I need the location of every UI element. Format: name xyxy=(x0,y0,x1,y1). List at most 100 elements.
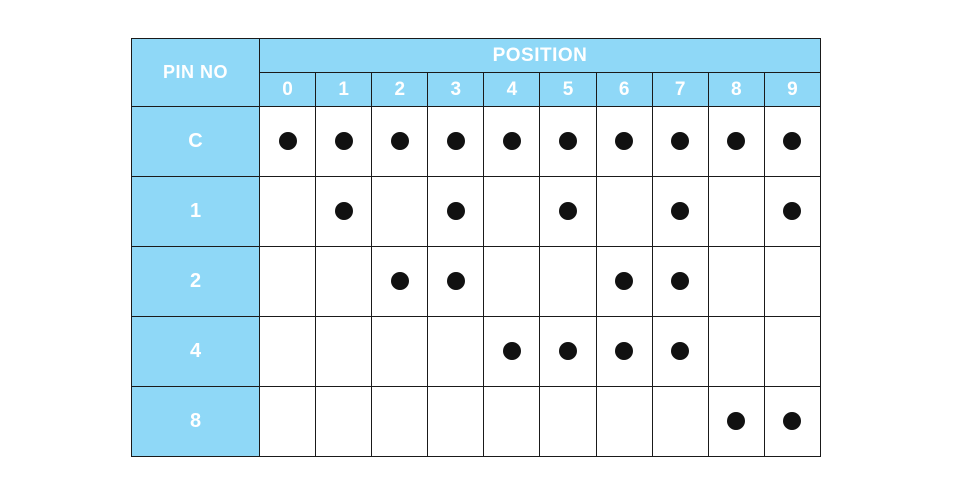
position-6-header: 6 xyxy=(595,72,653,107)
table-cell xyxy=(539,386,597,457)
table-cell xyxy=(707,316,765,387)
contact-dot-icon xyxy=(671,202,690,221)
table-cell xyxy=(258,246,317,317)
contact-dot-icon xyxy=(615,342,634,361)
table-cell xyxy=(258,106,317,177)
pin-label: C xyxy=(131,106,260,177)
header-row-top: PIN NO POSITION xyxy=(131,38,821,107)
table-cell xyxy=(315,176,373,247)
contact-dot-icon xyxy=(334,132,353,151)
table-cell xyxy=(595,246,653,317)
position-8-header: 8 xyxy=(707,72,765,107)
table-cell xyxy=(371,386,429,457)
contact-dot-icon xyxy=(615,132,634,151)
table-cell xyxy=(595,106,653,177)
position-header: POSITION xyxy=(259,38,821,73)
contact-dot-icon xyxy=(390,132,409,151)
position-2-header: 2 xyxy=(371,72,429,107)
table-cell xyxy=(258,316,317,387)
table-cell xyxy=(427,106,485,177)
contact-dot-icon xyxy=(278,132,297,151)
table-cell xyxy=(595,316,653,387)
table-cell xyxy=(427,246,485,317)
table-cell xyxy=(707,176,765,247)
table-cell xyxy=(427,176,485,247)
table-cell xyxy=(483,106,541,177)
contact-dot-icon xyxy=(446,132,465,151)
pin-label: 2 xyxy=(131,246,260,317)
table-cell xyxy=(763,176,822,247)
table-row: 4 xyxy=(131,316,822,387)
table-cell xyxy=(763,386,822,457)
table-cell xyxy=(651,386,709,457)
contact-dot-icon xyxy=(446,272,465,291)
table-cell xyxy=(315,316,373,387)
position-1-header: 1 xyxy=(315,72,373,107)
table-cell xyxy=(539,316,597,387)
table-cell xyxy=(427,386,485,457)
contact-dot-icon xyxy=(783,412,802,431)
contact-dot-icon xyxy=(334,202,353,221)
contact-dot-icon xyxy=(671,272,690,291)
table-cell xyxy=(763,246,822,317)
table-cell xyxy=(707,386,765,457)
contact-dot-icon xyxy=(671,342,690,361)
pin-label: 4 xyxy=(131,316,260,387)
table-cell xyxy=(483,176,541,247)
contact-dot-icon xyxy=(559,132,578,151)
table-cell xyxy=(371,176,429,247)
contact-dot-icon xyxy=(727,132,746,151)
pin-no-header: PIN NO xyxy=(131,38,260,107)
table-row: 1 xyxy=(131,176,822,247)
table-cell xyxy=(315,106,373,177)
table-row: 2 xyxy=(131,246,822,317)
table-cell xyxy=(258,176,317,247)
table-cell xyxy=(483,316,541,387)
position-3-header: 3 xyxy=(427,72,485,107)
contact-dot-icon xyxy=(783,202,802,221)
table-cell xyxy=(763,316,822,387)
position-9-header: 9 xyxy=(763,72,822,107)
table-cell xyxy=(651,316,709,387)
table-cell xyxy=(763,106,822,177)
table-cell xyxy=(651,106,709,177)
table-cell xyxy=(315,246,373,317)
table-cell xyxy=(707,246,765,317)
position-4-header: 4 xyxy=(483,72,541,107)
contact-dot-icon xyxy=(502,132,521,151)
contact-dot-icon xyxy=(559,342,578,361)
pin-label: 1 xyxy=(131,176,260,247)
table-cell xyxy=(427,316,485,387)
table-cell xyxy=(651,176,709,247)
table-cell xyxy=(483,386,541,457)
position-5-header: 5 xyxy=(539,72,597,107)
table-row: 8 xyxy=(131,386,822,457)
position-0-header: 0 xyxy=(258,72,317,107)
position-7-header: 7 xyxy=(651,72,709,107)
contact-dot-icon xyxy=(502,342,521,361)
table-cell xyxy=(539,106,597,177)
table-cell xyxy=(595,176,653,247)
table-cell xyxy=(371,246,429,317)
table-cell xyxy=(315,386,373,457)
contact-dot-icon xyxy=(671,132,690,151)
contact-dot-icon xyxy=(783,132,802,151)
pin-label: 8 xyxy=(131,386,260,457)
table-cell xyxy=(539,176,597,247)
contact-dot-icon xyxy=(390,272,409,291)
table-cell xyxy=(371,106,429,177)
table-cell xyxy=(595,386,653,457)
table-cell xyxy=(258,386,317,457)
table-cell xyxy=(707,106,765,177)
table-cell xyxy=(371,316,429,387)
contact-dot-icon xyxy=(559,202,578,221)
table-cell xyxy=(539,246,597,317)
table-cell xyxy=(651,246,709,317)
contact-dot-icon xyxy=(727,412,746,431)
table-row: C xyxy=(131,106,822,177)
contact-dot-icon xyxy=(446,202,465,221)
table-cell xyxy=(483,246,541,317)
